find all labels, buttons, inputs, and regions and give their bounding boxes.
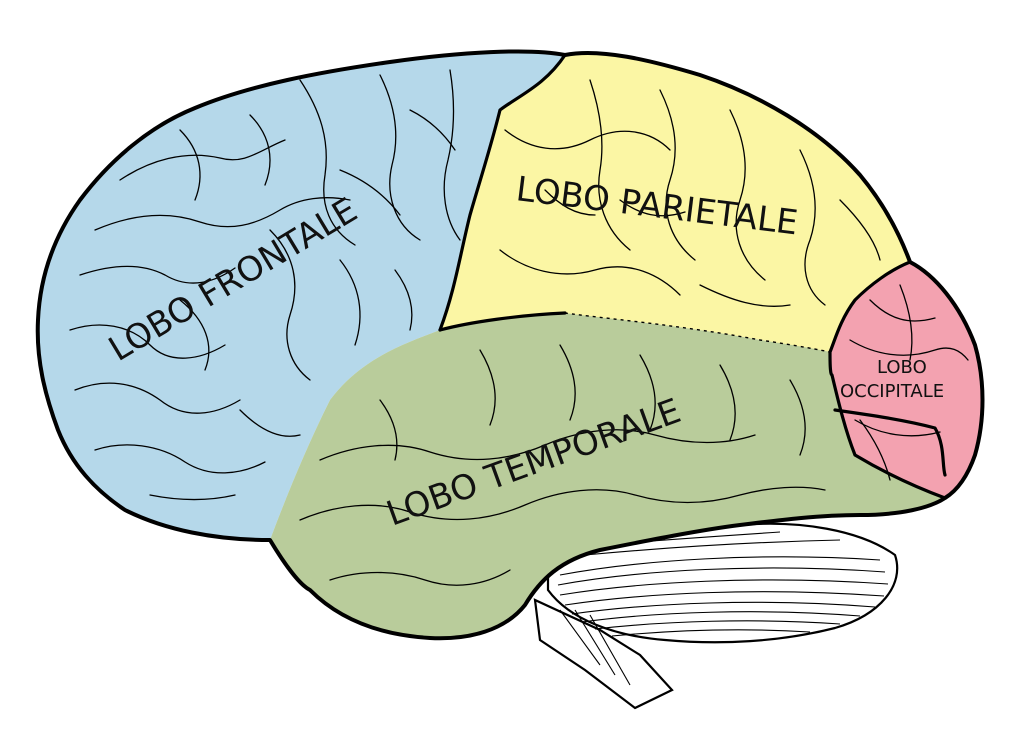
occipital-inner-sulcus	[833, 408, 947, 477]
cerebellum	[533, 522, 899, 710]
parieto-occipital-boundary	[828, 260, 947, 500]
brain-outline	[35, 49, 985, 641]
parietal-lobe	[440, 52, 910, 352]
occipital-lobe	[830, 262, 983, 498]
occipital-lobe-label-line1: LOBO	[877, 357, 927, 378]
lateral-sulcus	[438, 311, 567, 332]
parietal-gyri	[499, 79, 881, 307]
central-sulcus	[438, 53, 567, 332]
frontal-gyri	[69, 69, 461, 501]
temporal-gyri	[299, 344, 891, 586]
temporal-lobe	[270, 313, 945, 639]
occipital-gyri	[849, 284, 969, 437]
occipital-lobe-label-line2: OCCIPITALE	[840, 381, 944, 402]
frontal-lobe	[37, 51, 565, 540]
brainstem	[533, 598, 674, 710]
